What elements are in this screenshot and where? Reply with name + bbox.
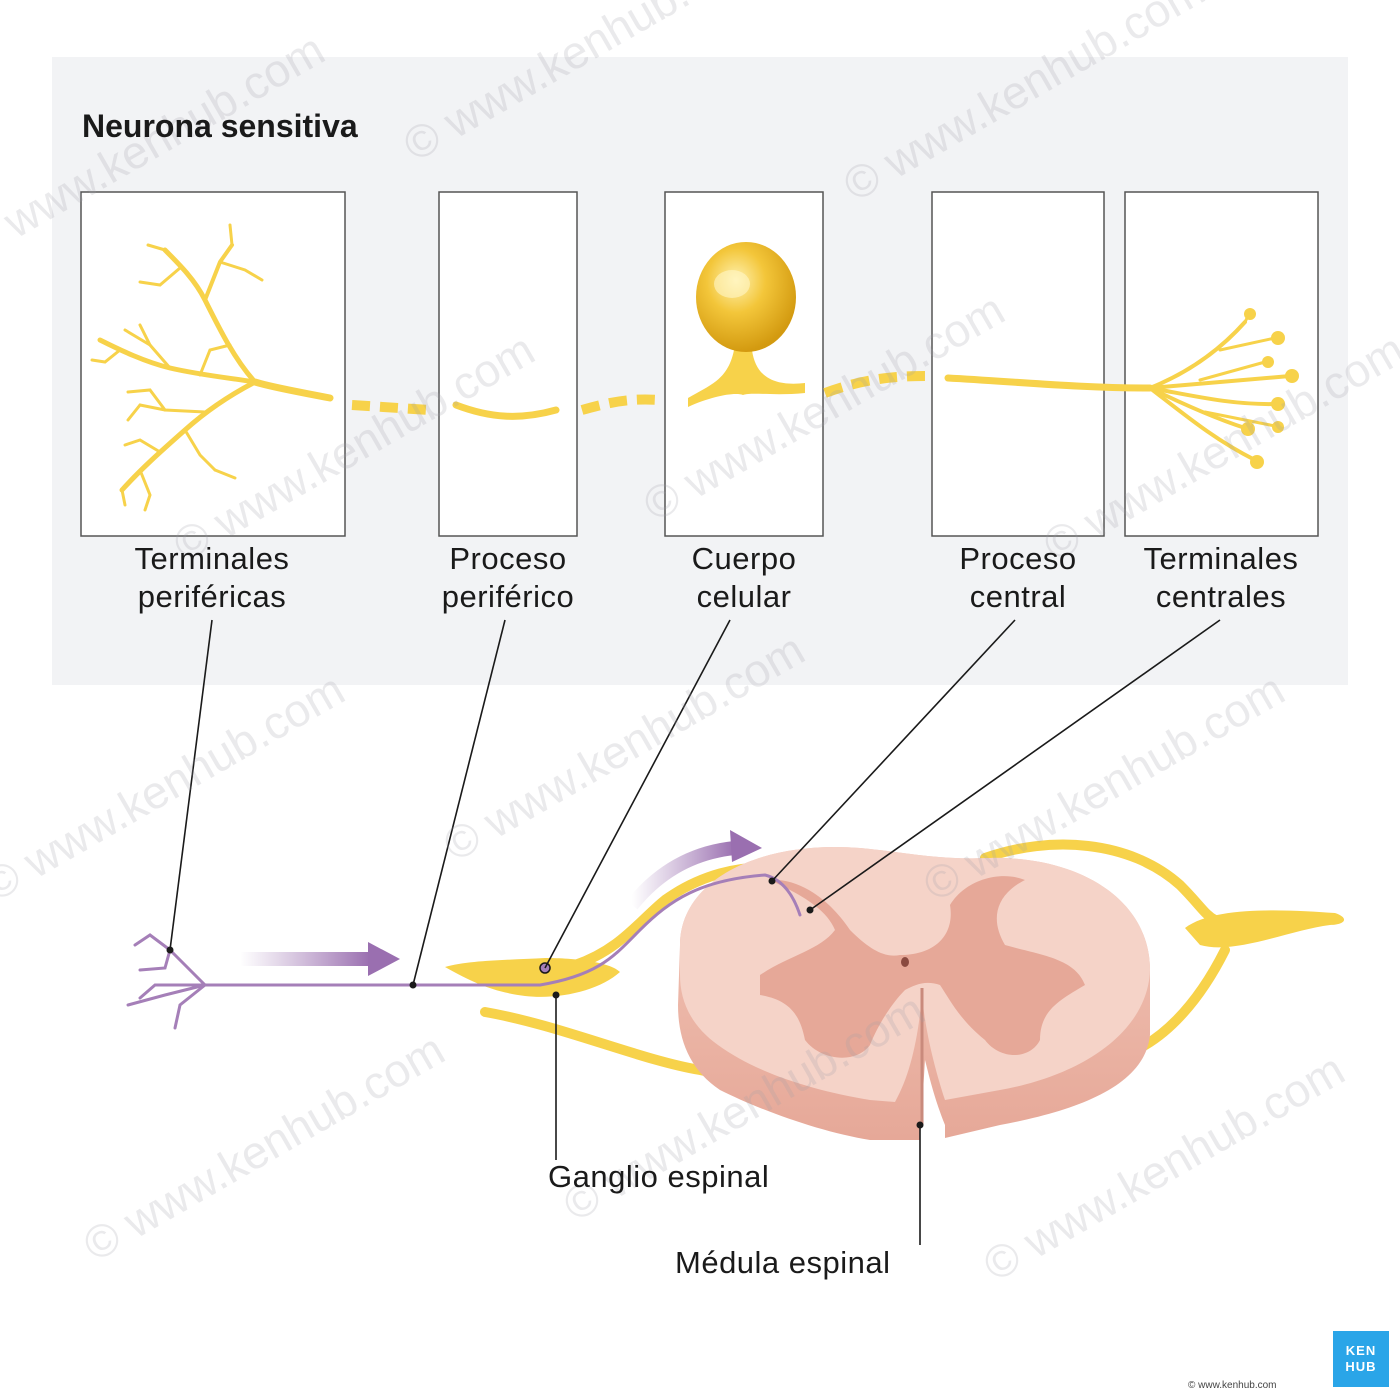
- label-line: centrales: [1155, 579, 1287, 614]
- cell-body-drawing: [688, 242, 805, 407]
- dash-1: [351, 400, 431, 415]
- label-proceso-periferico: Proceso periférico: [408, 540, 608, 616]
- diagram-title: Neurona sensitiva: [82, 108, 358, 144]
- direction-arrow-1: [240, 942, 400, 976]
- label-line: Cuerpo: [691, 541, 797, 576]
- label-line: Terminales: [1143, 541, 1299, 576]
- panel-frame-proceso-central: [931, 191, 1105, 537]
- label-cuerpo-celular: Cuerpo celular: [644, 540, 844, 616]
- label-line: Terminales: [134, 541, 290, 576]
- label-line: Proceso: [959, 541, 1077, 576]
- dash-2: [580, 394, 661, 415]
- label-ganglio-espinal: Ganglio espinal: [548, 1159, 770, 1194]
- panel-frame-proceso-periferico: [438, 191, 578, 537]
- spinal-cord-drawing: [678, 846, 1150, 1140]
- kenhub-logo: KEN HUB: [1333, 1331, 1389, 1387]
- copyright-text: © www.kenhub.com: [1188, 1380, 1277, 1391]
- leader-dots: [166, 877, 924, 1129]
- panel-frame-terminales-centrales: [1124, 191, 1319, 537]
- label-line: central: [969, 579, 1067, 614]
- logo-line: HUB: [1345, 1359, 1377, 1374]
- label-terminales-centrales: Terminales centrales: [1108, 540, 1334, 616]
- peripheral-terminals-drawing: [90, 223, 334, 512]
- central-process-drawing: [944, 310, 1292, 462]
- leader-lines: [169, 619, 1221, 1245]
- peripheral-process-drawing: [452, 401, 560, 420]
- logo-line: KEN: [1345, 1343, 1377, 1358]
- panel-frame-terminales-perifericas: [80, 191, 346, 537]
- direction-arrow-2: [626, 830, 762, 910]
- label-terminales-perifericas: Terminales periféricas: [92, 540, 332, 616]
- purple-neuron-path: [126, 873, 802, 1030]
- label-line: periféricas: [137, 579, 287, 614]
- label-line: periférico: [441, 579, 575, 614]
- dash-3: [823, 371, 926, 398]
- label-proceso-central: Proceso central: [918, 540, 1118, 616]
- left-ganglion: [445, 958, 620, 997]
- label-line: Proceso: [449, 541, 567, 576]
- label-medula-espinal: Médula espinal: [675, 1245, 891, 1280]
- label-line: celular: [696, 579, 792, 614]
- right-ganglion: [1185, 910, 1345, 948]
- central-terminal-buttons: [1241, 308, 1299, 469]
